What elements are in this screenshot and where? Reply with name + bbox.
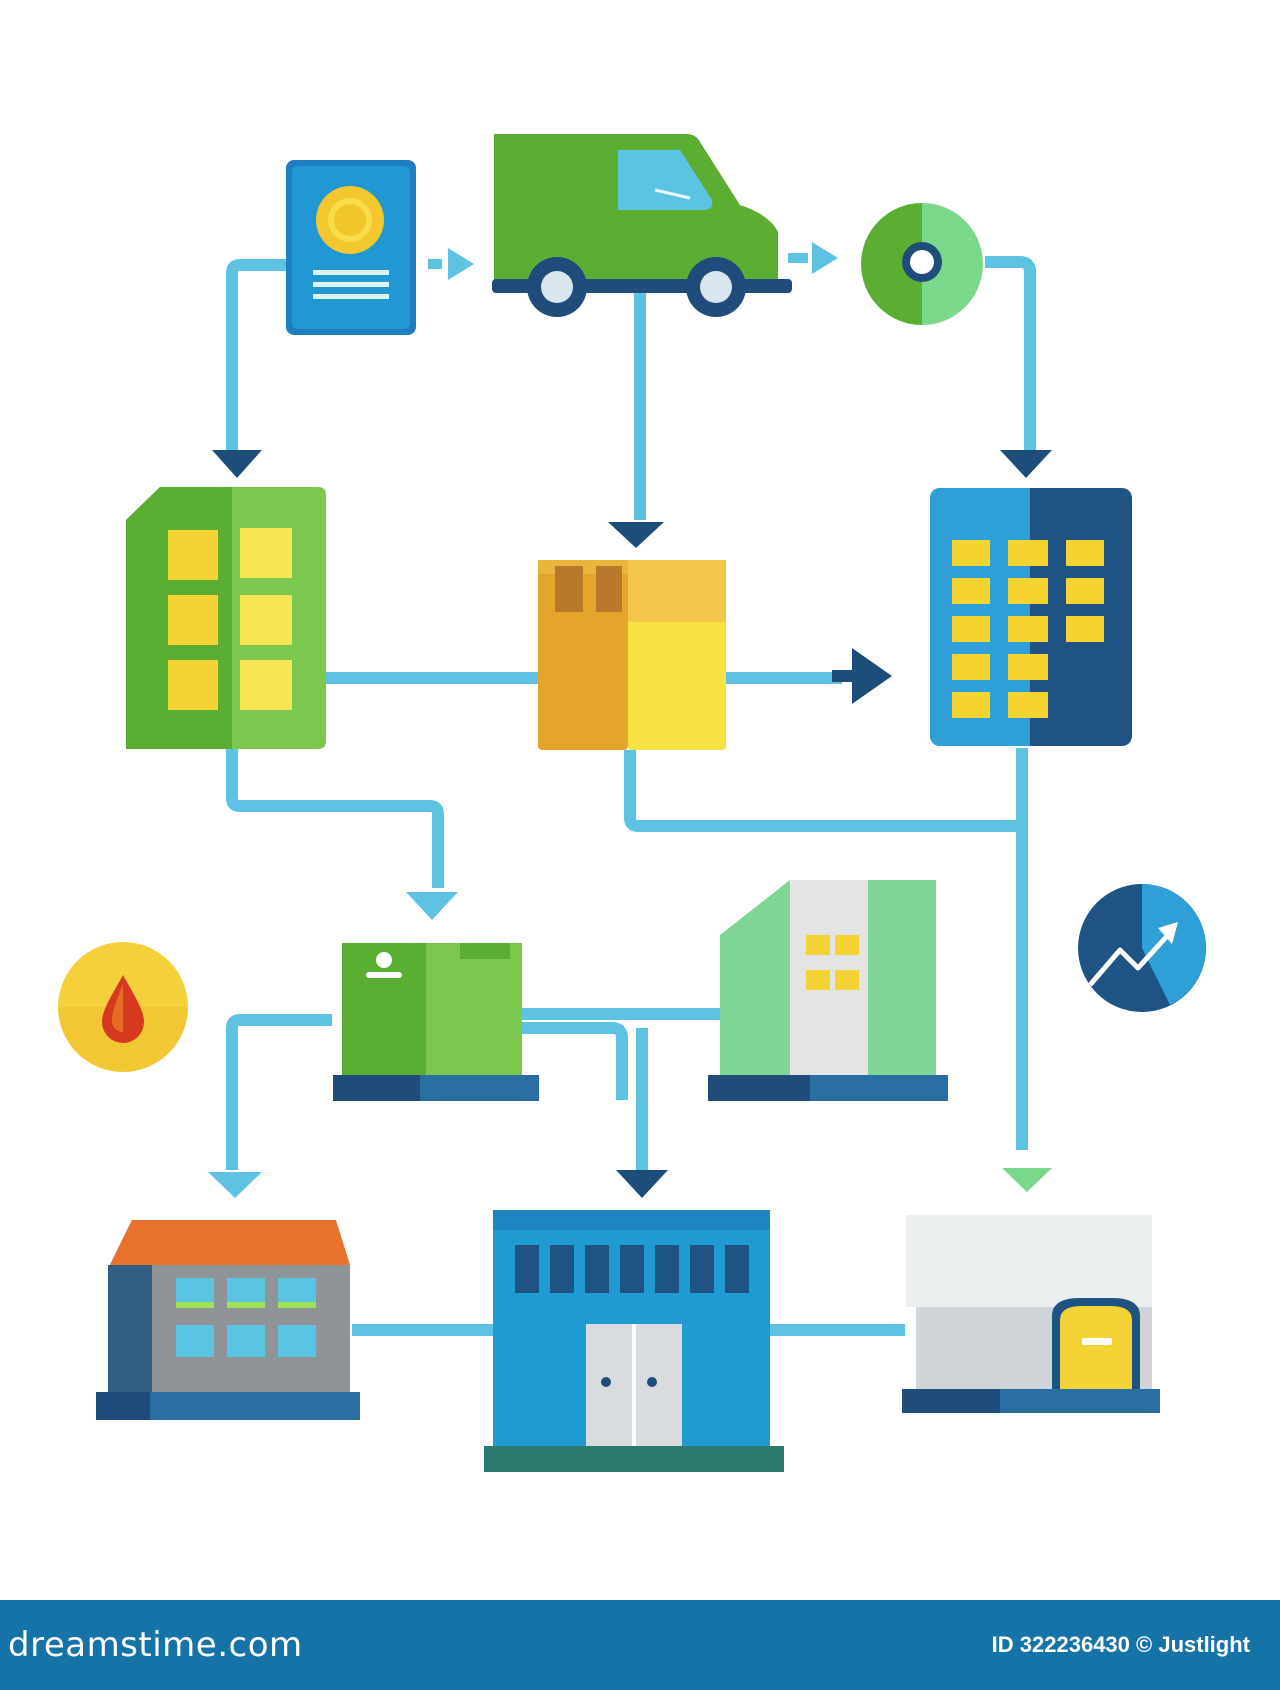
store-house-icon	[96, 1220, 360, 1420]
delivery-van-icon	[492, 134, 792, 317]
footer-bar: dreamstime.com ID 322236430 © Justlight	[0, 1600, 1280, 1690]
green-parcel-icon	[333, 943, 539, 1101]
connector-split-to-center	[522, 1022, 648, 1170]
blue-distribution-center-icon	[484, 1210, 784, 1472]
connector-ring-to-office	[985, 256, 1036, 452]
arrowhead-down-icon	[208, 1172, 262, 1198]
arrowhead-down-icon	[1002, 1168, 1052, 1192]
image-credit: ID 322236430 © Justlight	[991, 1632, 1250, 1657]
arrowhead-down-icon	[616, 1170, 668, 1198]
connector-document-to-green-warehouse	[226, 259, 288, 452]
fuel-drop-icon	[58, 942, 188, 1072]
connector-box-to-junction	[624, 750, 1022, 832]
blue-office-building-icon	[930, 488, 1132, 746]
location-ring-icon	[861, 203, 983, 325]
arrowhead-right-icon	[852, 648, 892, 704]
garage-depot-icon	[902, 1215, 1160, 1413]
arrowhead-down-icon	[1000, 450, 1052, 478]
light-arrowheads	[208, 892, 1052, 1198]
cardboard-box-icon	[538, 560, 726, 750]
arrowhead-down-icon	[212, 450, 262, 478]
connector-lines	[226, 256, 1036, 1336]
arrowhead-down-icon	[608, 522, 664, 548]
green-warehouse-icon	[126, 487, 326, 749]
document-certificate-icon	[286, 160, 416, 335]
mint-building-icon	[708, 880, 948, 1101]
connector-warehouse-to-parcel	[226, 748, 444, 888]
top-flow-arrows	[428, 242, 838, 280]
dreamstime-logo[interactable]: dreamstime.com	[8, 1625, 303, 1665]
arrowhead-down-icon	[406, 892, 458, 920]
growth-chart-icon	[1078, 884, 1206, 1012]
connector-parcel-row	[226, 1014, 332, 1170]
supply-chain-diagram	[58, 134, 1206, 1472]
arrowheads	[212, 450, 1052, 1198]
